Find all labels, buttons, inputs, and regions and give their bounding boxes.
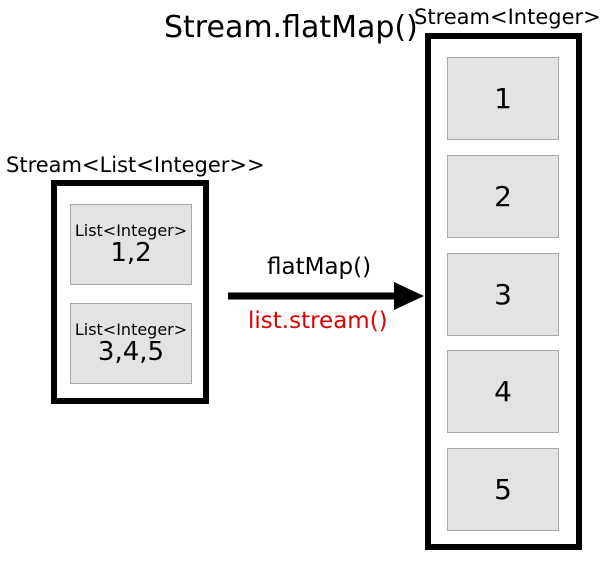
result-integer-element: 5 xyxy=(447,448,559,531)
result-integer-value: 3 xyxy=(494,277,512,311)
source-stream-label: Stream<List<Integer>> xyxy=(6,153,265,177)
list-stream-label: list.stream() xyxy=(248,308,388,334)
result-integer-value: 2 xyxy=(494,179,512,213)
result-integer-value: 1 xyxy=(494,81,512,115)
result-integer-element: 4 xyxy=(447,350,559,433)
result-integer-element: 3 xyxy=(447,253,559,336)
flatmap-label: flatMap() xyxy=(267,254,372,280)
result-integer-element: 2 xyxy=(447,155,559,238)
result-integer-value: 5 xyxy=(494,472,512,506)
source-list-element: List<Integer> 1,2 xyxy=(70,204,192,285)
source-list-values: 1,2 xyxy=(110,237,152,268)
transform-arrow-icon xyxy=(228,282,424,310)
source-list-values: 3,4,5 xyxy=(97,336,165,367)
source-list-type-label: List<Integer> xyxy=(74,220,188,240)
result-stream-label: Stream<Integer> xyxy=(414,5,600,29)
result-integer-value: 4 xyxy=(494,374,512,408)
result-integer-element: 1 xyxy=(447,57,559,140)
diagram-title: Stream.flatMap() xyxy=(164,10,418,45)
source-list-element: List<Integer> 3,4,5 xyxy=(70,303,192,384)
source-list-type-label: List<Integer> xyxy=(74,319,188,339)
